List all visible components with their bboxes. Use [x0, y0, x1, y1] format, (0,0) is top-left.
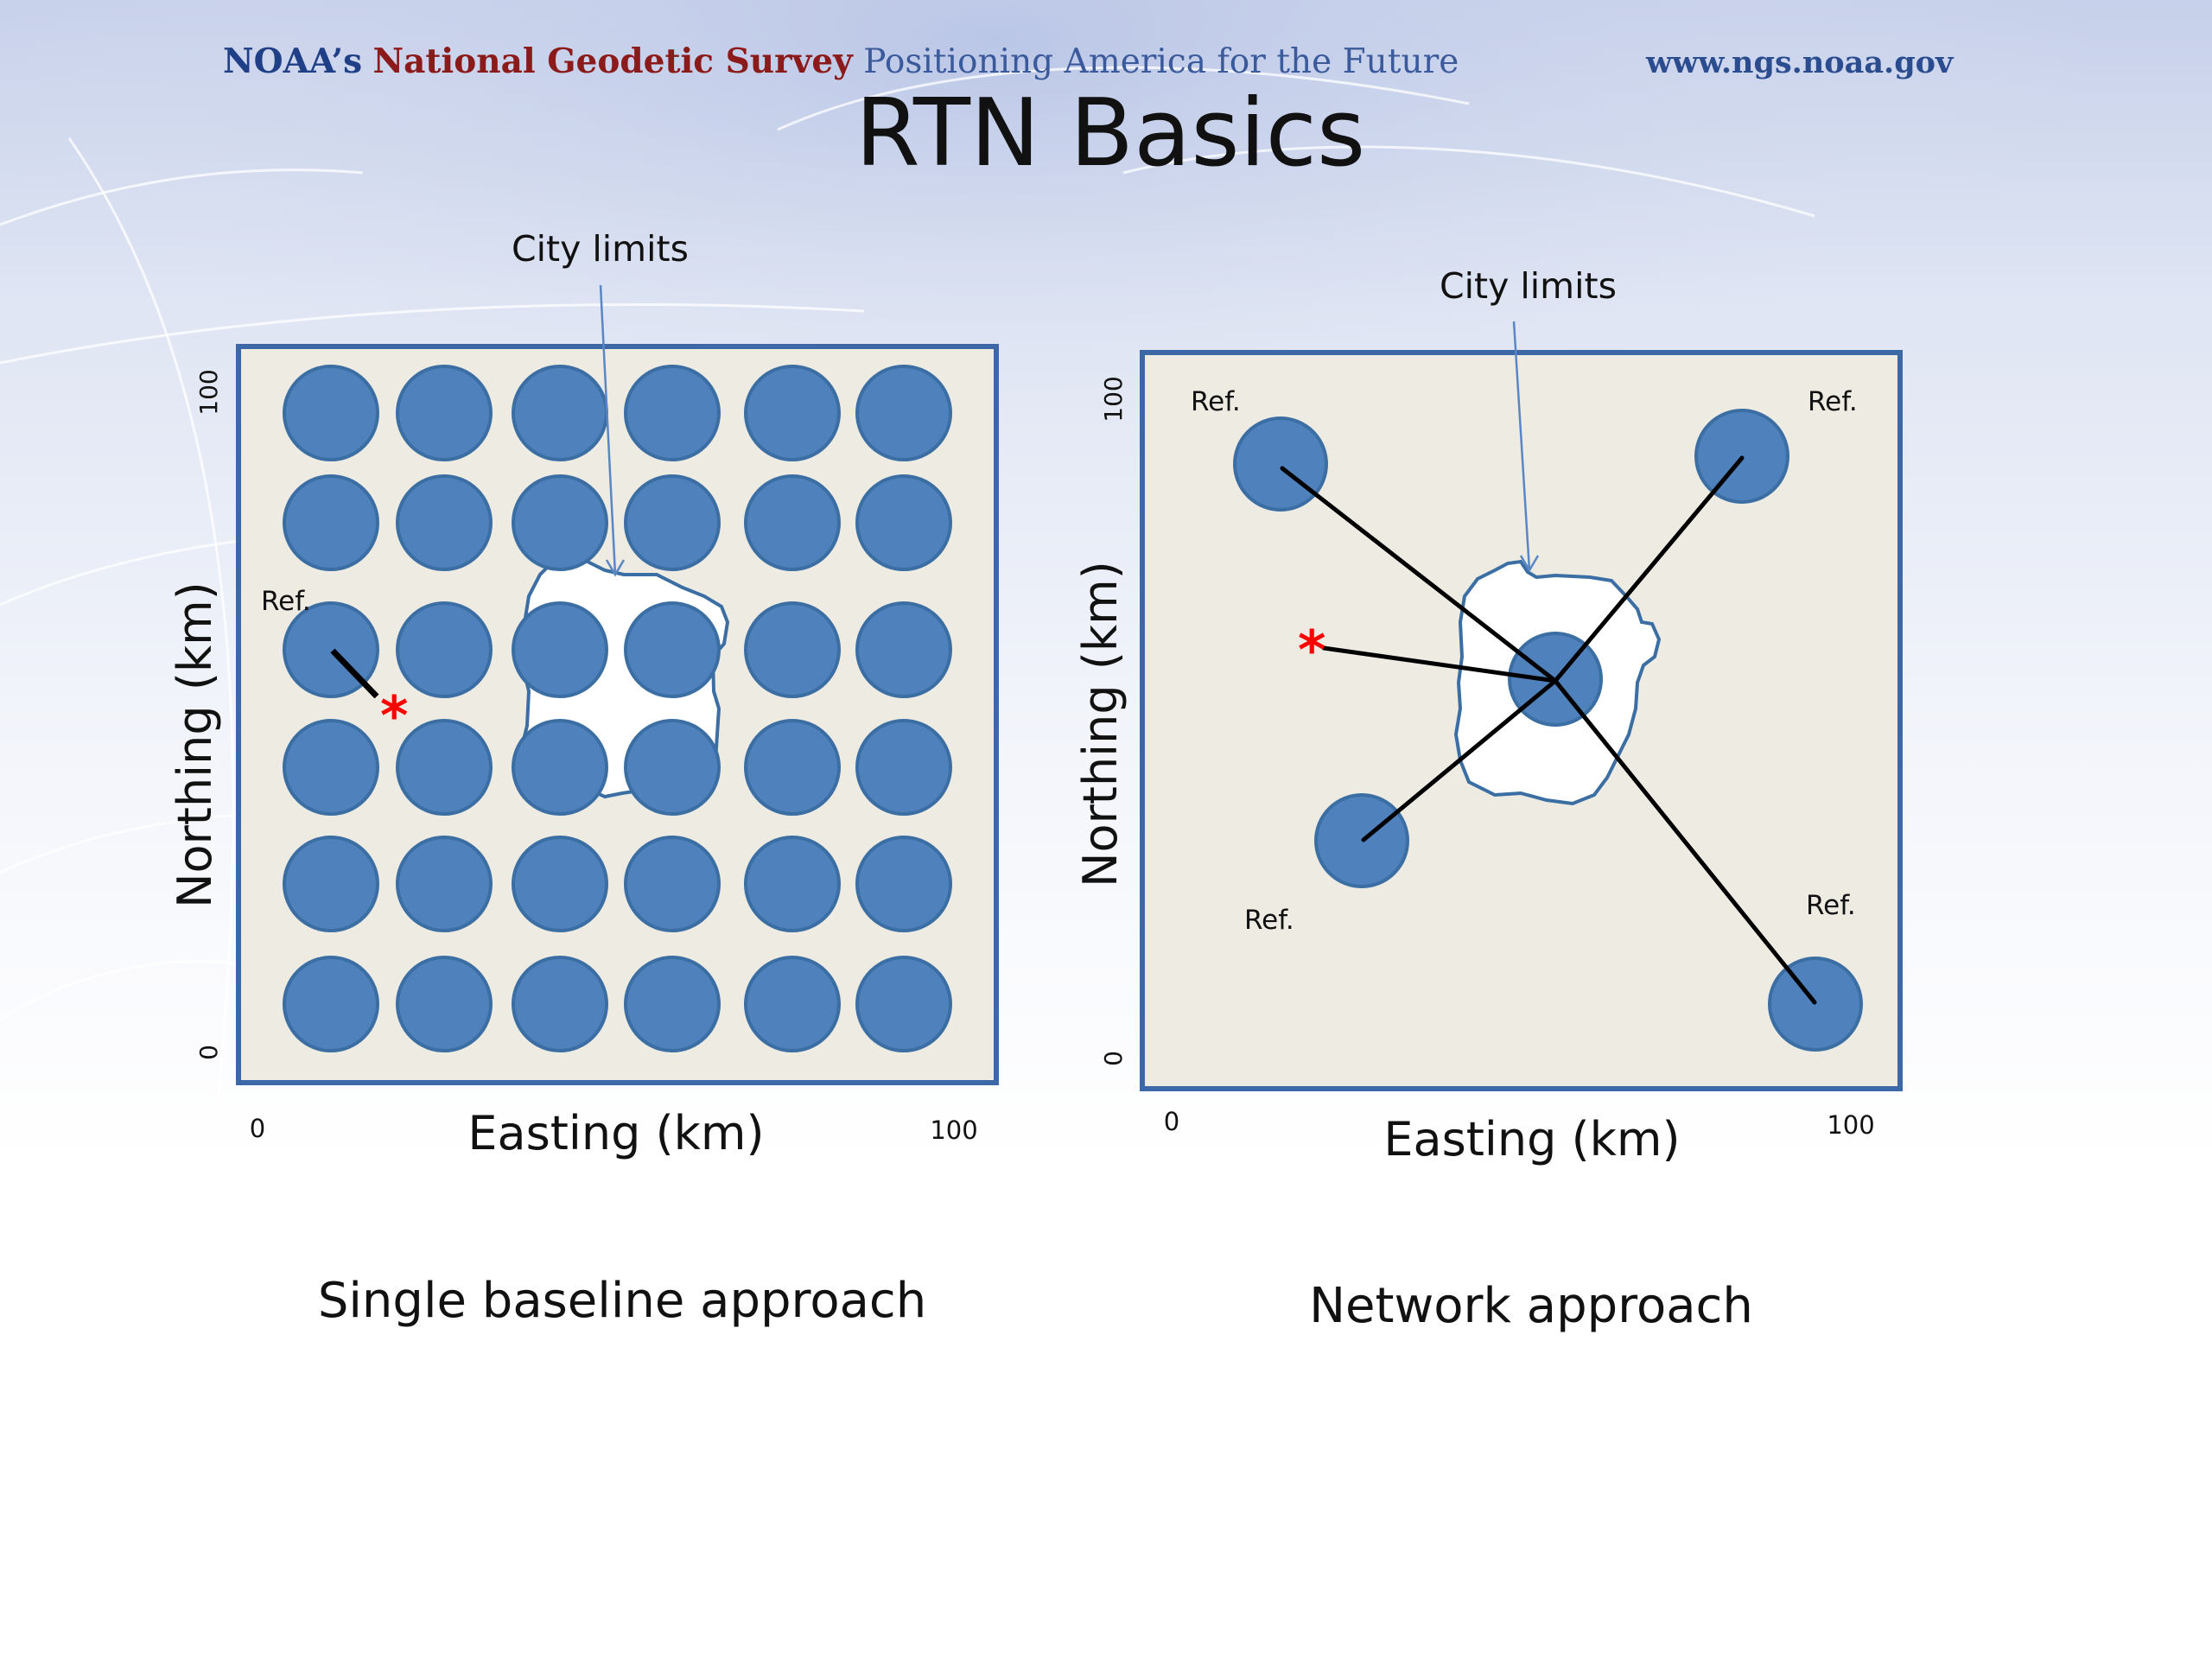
- left-city-limits-pointer: [599, 284, 617, 575]
- left-station-r2-c1: [283, 474, 379, 571]
- right-ref-label-top-left: Ref.: [1191, 386, 1241, 417]
- left-station-r6-c1: [283, 956, 379, 1052]
- left-station-r6-c4: [624, 956, 721, 1052]
- left-station-r3-c5: [744, 601, 841, 698]
- header-tagline: Positioning America for the Future: [863, 42, 1459, 81]
- left-station-r2-c3: [512, 474, 608, 571]
- left-station-r1-c6: [855, 365, 952, 461]
- left-station-r4-c6: [855, 719, 952, 816]
- left-station-r4-c1: [283, 719, 379, 816]
- left-station-r5-c2: [396, 836, 493, 932]
- left-city-limits-label: City limits: [512, 228, 689, 270]
- left-station-r1-c2: [396, 365, 493, 461]
- right-y-tick-top: 100: [1099, 376, 1128, 422]
- left-station-r4-c5: [744, 719, 841, 816]
- header-website-link[interactable]: www.ngs.noaa.gov: [1646, 45, 1954, 80]
- left-y-tick-bottom: 0: [194, 1045, 223, 1060]
- left-station-r4-c4: [624, 719, 721, 816]
- left-station-r5-c6: [855, 836, 952, 932]
- left-station-r3-c4: [624, 601, 721, 698]
- left-baseline: [330, 648, 379, 699]
- left-x-tick-right: 100: [930, 1116, 977, 1145]
- left-station-r1-c5: [744, 365, 841, 461]
- left-station-r5-c1: [283, 836, 379, 932]
- right-ref-label-bottom-left: Ref.: [1244, 905, 1294, 936]
- right-ref-label-bottom-right: Ref.: [1806, 890, 1856, 921]
- left-station-r6-c2: [396, 956, 493, 1052]
- right-x-tick-left: 0: [1164, 1107, 1179, 1136]
- left-caption: Single baseline approach: [318, 1273, 926, 1329]
- left-pointer-arrowhead: [605, 559, 626, 577]
- left-station-r1-c1: [283, 365, 379, 461]
- slide-title: RTN Basics: [855, 79, 1366, 188]
- left-station-r1-c4: [624, 365, 721, 461]
- left-x-axis-label: Easting (km): [467, 1106, 764, 1160]
- right-y-axis-label: Northing (km): [1073, 561, 1128, 887]
- left-station-r2-c4: [624, 474, 721, 571]
- header-banner: NOAA’s National Geodetic Survey Position…: [223, 41, 1459, 81]
- right-city-limits-pointer: [1512, 321, 1531, 571]
- header-agency: National Geodetic Survey: [372, 41, 853, 81]
- left-station-r2-c5: [744, 474, 841, 571]
- left-station-r6-c6: [855, 956, 952, 1052]
- left-station-r6-c3: [512, 956, 608, 1052]
- right-caption: Network approach: [1309, 1278, 1753, 1334]
- left-station-r6-c5: [744, 956, 841, 1052]
- left-x-tick-left: 0: [250, 1114, 265, 1143]
- left-station-r1-c3: [512, 365, 608, 461]
- left-station-r4-c2: [396, 719, 493, 816]
- left-station-r3-c6: [855, 601, 952, 698]
- header-org: NOAA’s: [223, 41, 363, 81]
- right-x-tick-right: 100: [1827, 1110, 1874, 1140]
- left-station-r5-c4: [624, 836, 721, 932]
- left-city-station-overlay: [512, 474, 721, 816]
- left-station-r5-c5: [744, 836, 841, 932]
- left-y-tick-top: 100: [194, 369, 223, 415]
- right-city-limits-label: City limits: [1440, 265, 1617, 307]
- left-station-r3-c3: [512, 601, 608, 698]
- right-station-ref-top-left: [1233, 416, 1328, 512]
- right-rover-marker: *: [1298, 619, 1325, 682]
- right-y-tick-bottom: 0: [1099, 1051, 1128, 1066]
- left-station-r5-c3: [512, 836, 608, 932]
- left-station-r3-c2: [396, 601, 493, 698]
- right-ref-label-top-right: Ref.: [1808, 386, 1858, 417]
- left-station-grid: [283, 365, 952, 1052]
- left-ref-label: Ref.: [261, 586, 311, 617]
- right-pointer-arrowhead: [1519, 555, 1540, 573]
- left-y-axis-label: Northing (km): [168, 582, 222, 908]
- left-rover-marker: *: [380, 684, 408, 747]
- right-network-lines: [1280, 455, 1817, 1005]
- left-station-r4-c3: [512, 719, 608, 816]
- background-globe-lines: [0, 66, 1815, 1124]
- left-station-r2-c2: [396, 474, 493, 571]
- right-x-axis-label: Easting (km): [1383, 1112, 1680, 1166]
- left-station-r2-c6: [855, 474, 952, 571]
